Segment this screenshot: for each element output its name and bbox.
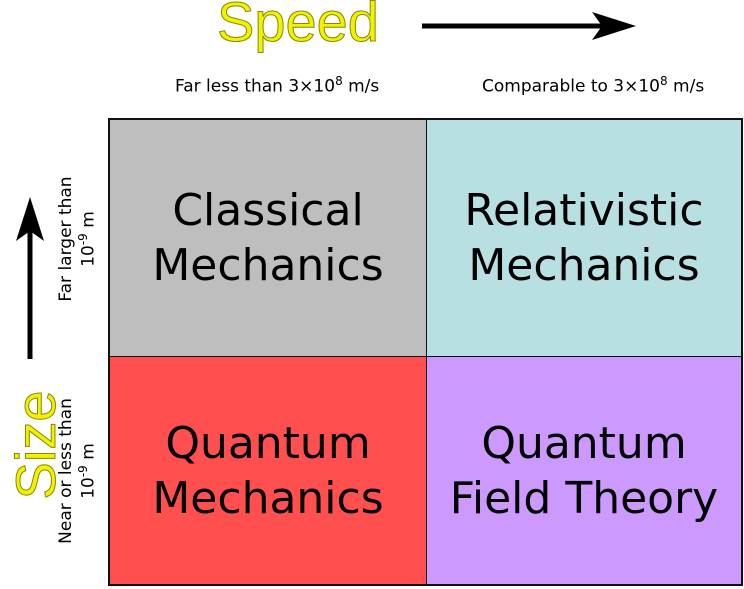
column-label-slow: Far less than 3×108 m/s <box>175 74 379 97</box>
quadrant-label-line2: Mechanics <box>468 240 700 291</box>
quadrant-label-line2: Mechanics <box>152 472 384 524</box>
column-label-slow-unit: m/s <box>342 76 380 97</box>
row-label-small-text: Near or less than <box>56 398 76 544</box>
column-label-fast-exponent: 8 <box>660 74 668 88</box>
row-label-large-text: Far larger than <box>56 176 76 302</box>
column-label-slow-text: Far less than 3×10 <box>175 76 336 97</box>
quadrant-label-line1: Quantum <box>481 417 687 469</box>
speed-axis-title: Speed <box>217 0 380 53</box>
column-label-fast-unit: m/s <box>667 76 705 97</box>
speed-arrow-icon <box>422 12 636 40</box>
quadrant-label-line1: Quantum <box>165 417 371 469</box>
quadrant-label-line2: Field Theory <box>449 472 719 524</box>
row-label-large-unit: m <box>78 211 99 234</box>
size-arrow-icon <box>16 197 44 359</box>
row-label-large: Far larger than 10-9 m <box>56 159 99 319</box>
quadrant-label-line2: Mechanics <box>152 240 384 291</box>
row-label-small: Near or less than 10-9 m <box>56 381 99 561</box>
row-label-small-base: 10 <box>78 477 99 499</box>
column-label-fast-text: Comparable to 3×10 <box>482 76 660 97</box>
quadrant-label-line1: Classical <box>172 185 364 236</box>
column-label-slow-exponent: 8 <box>335 74 343 88</box>
row-label-large-exponent: -9 <box>75 233 90 246</box>
row-label-small-unit: m <box>78 443 99 466</box>
row-label-small-exponent: -9 <box>75 465 90 478</box>
quadrant-label-line1: Relativistic <box>464 185 704 236</box>
column-label-fast: Comparable to 3×108 m/s <box>482 74 704 97</box>
row-label-large-base: 10 <box>78 245 99 267</box>
